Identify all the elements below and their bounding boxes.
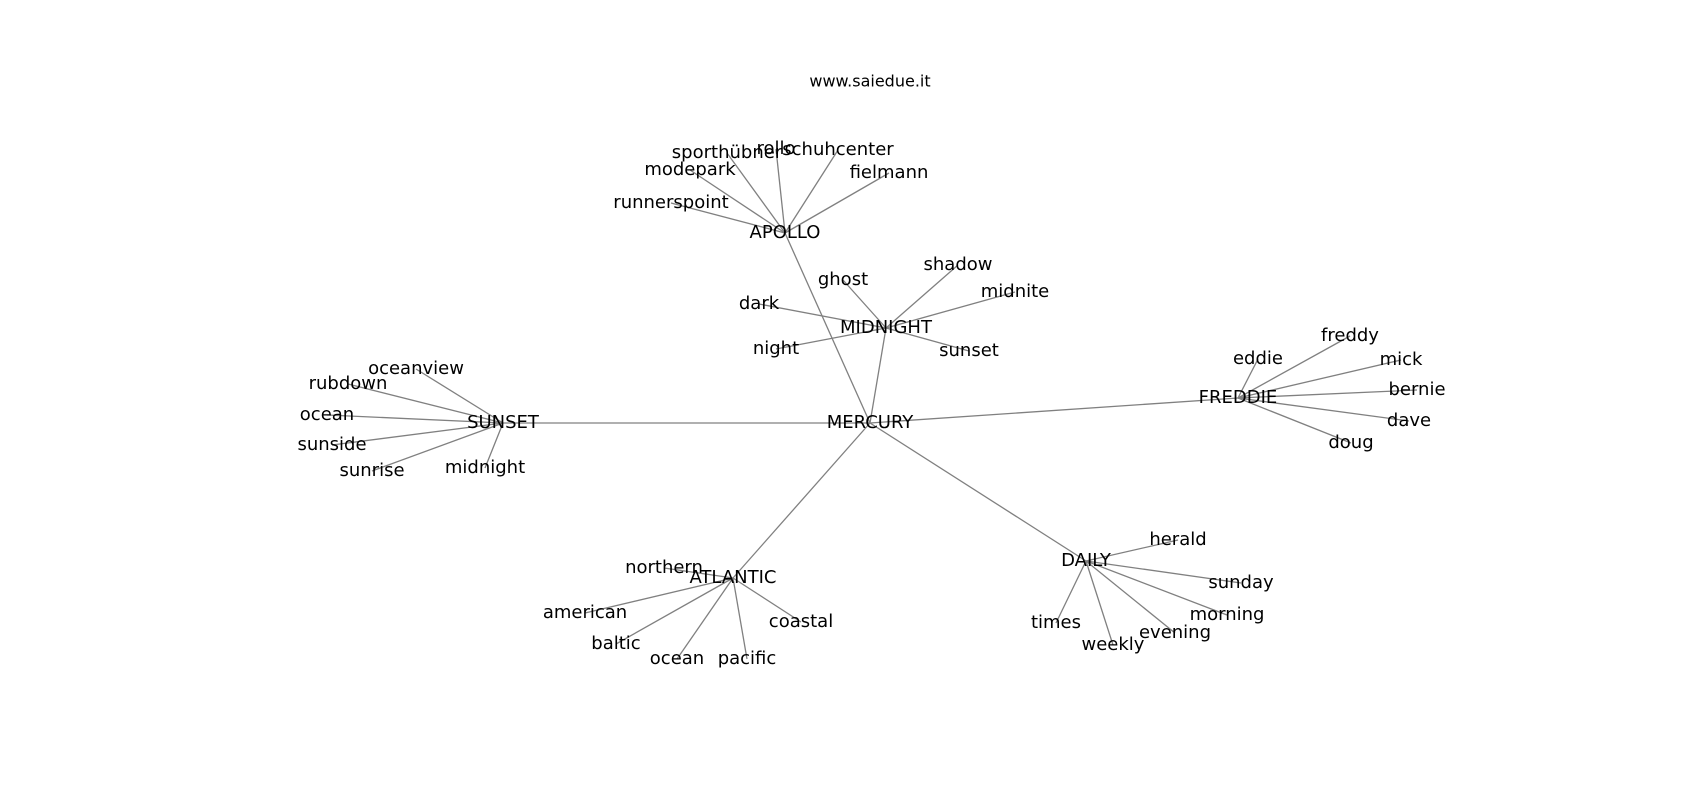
node-hub: APOLLO <box>750 222 821 243</box>
node-leaf: times <box>1031 612 1081 633</box>
node-leaf: weekly <box>1082 634 1145 655</box>
node-hub: MIDNIGHT <box>840 317 933 338</box>
node-leaf: night <box>753 338 799 359</box>
edge-freddie-0 <box>1237 358 1259 399</box>
edge-apollo-5 <box>784 172 890 234</box>
node-leaf: ocean <box>650 648 704 669</box>
node-leaf: oceanview <box>368 358 464 379</box>
node-leaf: modepark <box>644 159 736 180</box>
edge-atlantic-4 <box>732 577 748 660</box>
edge-sunset-4 <box>371 422 504 472</box>
edge-sunset-2 <box>326 414 504 424</box>
node-leaf: bernie <box>1388 379 1445 400</box>
node-leaf: mick <box>1380 349 1423 370</box>
node-leaf: runnerspoint <box>613 192 728 213</box>
edge-apollo-3 <box>775 148 786 234</box>
node-leaf: american <box>543 602 627 623</box>
node-leaf: dave <box>1387 410 1431 431</box>
node-leaf: doug <box>1328 432 1373 453</box>
node-leaf: evening <box>1139 622 1211 643</box>
node-leaf: northern <box>625 557 703 578</box>
node-leaf: herald <box>1149 529 1206 550</box>
node-leaf: morning <box>1190 604 1265 625</box>
edge-midnight-5 <box>885 327 970 352</box>
edge-daily-4 <box>1085 560 1114 646</box>
graph-node-labels: MERCURY APOLLO runnerspoint modeparksporthü… <box>297 138 1445 669</box>
edge-root-atlantic <box>732 422 871 579</box>
node-leaf: schuhcenter <box>782 139 894 160</box>
edge-atlantic-5 <box>732 577 802 623</box>
edge-apollo-1 <box>689 169 786 234</box>
edge-freddie-1 <box>1237 335 1351 399</box>
node-leaf: eddie <box>1233 348 1283 369</box>
node-leaf: fielmann <box>850 162 929 183</box>
node-root: MERCURY <box>827 412 915 433</box>
node-leaf: sporthübner <box>672 142 783 163</box>
node-leaf: sunday <box>1208 572 1274 593</box>
node-leaf: freddy <box>1321 325 1379 346</box>
edge-root-midnight <box>869 327 887 424</box>
edge-root-daily <box>869 422 1087 562</box>
edge-freddie-4 <box>1237 397 1410 422</box>
edge-atlantic-2 <box>615 577 734 645</box>
edge-root-apollo <box>784 232 871 424</box>
node-leaf: sunset <box>939 340 999 361</box>
node-leaf: ocean <box>300 404 354 425</box>
edge-midnight-4 <box>775 327 887 350</box>
edge-freddie-3 <box>1237 389 1418 399</box>
edge-root-freddie <box>869 397 1239 424</box>
node-leaf: coastal <box>769 611 833 632</box>
node-leaf: ghost <box>818 269 868 290</box>
node-leaf: pacific <box>718 648 777 669</box>
edge-sunset-1 <box>347 383 504 424</box>
edge-midnight-1 <box>842 279 887 329</box>
node-hub: ATLANTIC <box>689 567 776 588</box>
node-leaf: midnite <box>981 281 1050 302</box>
node-leaf: shadow <box>924 254 993 275</box>
edge-apollo-4 <box>784 149 839 234</box>
edge-daily-1 <box>1085 560 1242 584</box>
edge-midnight-3 <box>885 291 1016 329</box>
edge-freddie-2 <box>1237 359 1402 399</box>
node-hub: DAILY <box>1061 550 1112 571</box>
edge-daily-5 <box>1055 560 1087 624</box>
node-leaf: sunrise <box>339 460 404 481</box>
graph-edges <box>326 148 1418 660</box>
edge-atlantic-3 <box>676 577 734 660</box>
edge-freddie-5 <box>1237 397 1352 444</box>
edge-midnight-2 <box>885 264 959 329</box>
edge-daily-0 <box>1085 539 1179 562</box>
node-leaf: sunside <box>297 434 366 455</box>
node-leaf: rollo <box>756 138 795 159</box>
edge-atlantic-0 <box>663 567 734 579</box>
source-url-label: www.saiedue.it <box>809 72 930 91</box>
edge-sunset-3 <box>331 422 504 446</box>
edge-sunset-0 <box>415 368 504 424</box>
edge-daily-2 <box>1085 560 1228 616</box>
node-hub: SUNSET <box>467 412 540 433</box>
node-leaf: baltic <box>591 633 640 654</box>
edge-daily-3 <box>1085 560 1176 634</box>
edge-midnight-0 <box>758 303 887 329</box>
node-hub: FREDDIE <box>1199 387 1278 408</box>
edge-atlantic-1 <box>584 577 734 614</box>
edge-apollo-0 <box>670 202 786 234</box>
node-leaf: midnight <box>445 457 525 478</box>
node-leaf: rubdown <box>309 373 388 394</box>
node-leaf: dark <box>739 293 780 314</box>
edge-sunset-5 <box>484 422 504 469</box>
edge-apollo-2 <box>726 152 786 234</box>
